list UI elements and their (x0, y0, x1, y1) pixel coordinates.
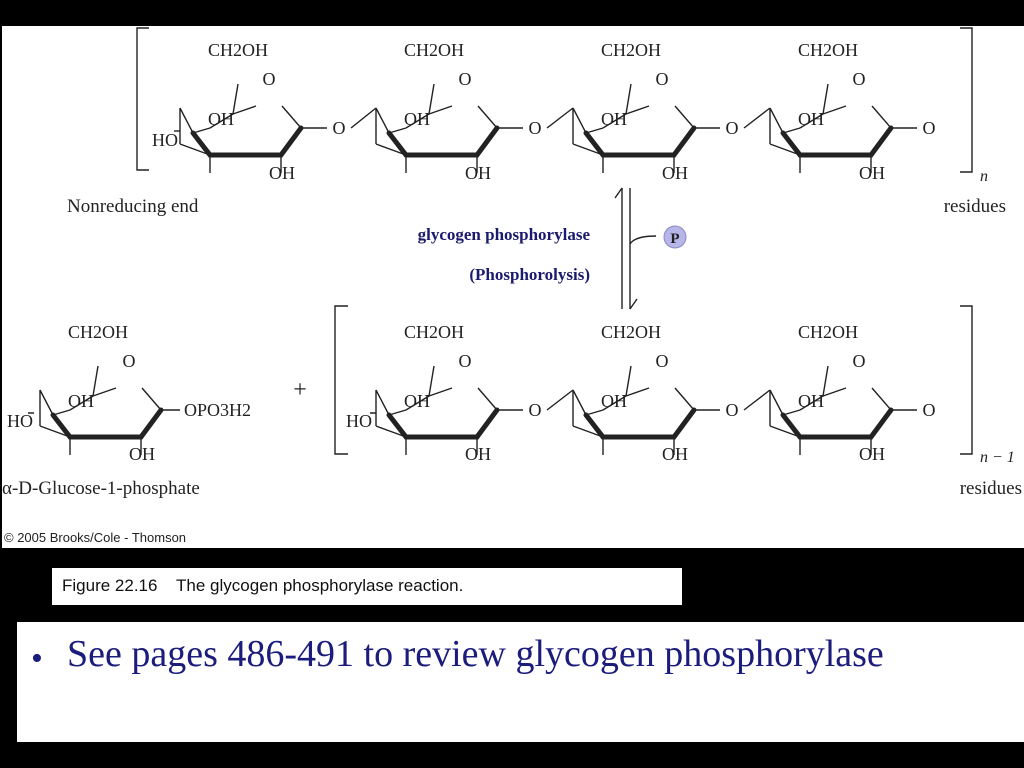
bridge-oxygen-label: O (529, 400, 542, 420)
n-minus-1-subscript: n − 1 (980, 449, 1015, 466)
phosphate-icon: P (663, 225, 687, 249)
ring-3-labels: CH2OH O OH OH O (529, 40, 689, 183)
enzyme-label: glycogen phosphorylase (418, 225, 591, 244)
oh-label: OH (662, 444, 688, 464)
figure-caption: Figure 22.16 The glycogen phosphorylase … (62, 576, 464, 595)
ring-4-labels: CH2OH O OH OH O O (726, 40, 936, 183)
oh-label: OH (859, 444, 885, 464)
oh-label: OH (662, 163, 688, 183)
glucose-ring-2 (376, 84, 497, 173)
oh-label: OH (404, 391, 430, 411)
reaction-arrows (614, 187, 657, 310)
ch2oh-label: CH2OH (601, 40, 661, 60)
glucose-ring-3 (573, 84, 694, 173)
ch2oh-label: CH2OH (798, 40, 858, 60)
ho-label: HO (7, 411, 33, 431)
oh-label: OH (798, 391, 824, 411)
oh-label: OH (269, 163, 295, 183)
terminal-oxygen-label: O (923, 118, 936, 138)
ring-2-labels: CH2OH O OH OH O (333, 40, 492, 183)
left-bracket-bottom (334, 305, 348, 455)
plus-sign: + (293, 377, 307, 403)
phosphate-symbol: P (670, 231, 679, 247)
right-bracket-bottom (960, 305, 973, 455)
left-bracket-top (136, 27, 149, 171)
ring-oxygen-label: O (459, 351, 472, 371)
ring-7-labels: CH2OH O OH OH O O (726, 322, 936, 464)
ch2oh-label: CH2OH (208, 40, 268, 60)
oh-label: OH (859, 163, 885, 183)
reaction-figure: CH2OH O OH OH HO CH2OH O OH OH O CH2OH O… (2, 26, 1024, 548)
bullet-text: See pages 486-491 to review glycogen pho… (67, 633, 884, 675)
glucose-1-phosphate (40, 366, 161, 455)
n-subscript: n (980, 168, 988, 185)
residues-label-top: residues (944, 196, 1006, 217)
ch2oh-label: CH2OH (68, 322, 128, 342)
oh-label: OH (601, 109, 627, 129)
ring-oxygen-label: O (853, 69, 866, 89)
opo3h2-label: OPO3H2 (184, 400, 251, 420)
copyright-notice: © 2005 Brooks/Cole - Thomson (4, 530, 186, 545)
ch2oh-label: CH2OH (404, 322, 464, 342)
process-label: (Phosphorolysis) (469, 265, 590, 284)
ring-oxygen-label: O (656, 351, 669, 371)
bullet-marker: • (31, 640, 43, 677)
oh-label: OH (404, 109, 430, 129)
ho-label: HO (152, 130, 178, 150)
glucose-1-phosphate-label: α-D-Glucose-1-phosphate (2, 478, 200, 499)
residues-label-bottom: residues (960, 478, 1022, 499)
bullet-box: • See pages 486-491 to review glycogen p… (17, 622, 1024, 742)
ring-oxygen-label: O (853, 351, 866, 371)
caption-box: Figure 22.16 The glycogen phosphorylase … (52, 568, 682, 605)
ring-oxygen-label: O (459, 69, 472, 89)
glycosidic-bonds-top (301, 107, 917, 129)
oh-label: OH (129, 444, 155, 464)
glucose-ring-1 (180, 84, 301, 173)
g1p-labels: CH2OH O OH OH HO OPO3H2 α-D-Glucose-1-ph… (2, 322, 251, 499)
glucose-ring-7 (770, 366, 891, 455)
ch2oh-label: CH2OH (601, 322, 661, 342)
bridge-oxygen-label: O (333, 118, 346, 138)
bridge-oxygen-label: O (726, 118, 739, 138)
bridge-oxygen-label: O (726, 400, 739, 420)
bridge-oxygen-label: O (529, 118, 542, 138)
oh-label: OH (208, 109, 234, 129)
glucose-ring-6 (573, 366, 694, 455)
ring-oxygen-label: O (263, 69, 276, 89)
oh-label: OH (798, 109, 824, 129)
oh-label: OH (465, 163, 491, 183)
ring-5-labels: CH2OH O OH OH HO (346, 322, 491, 464)
glucose-ring-4 (770, 84, 891, 173)
terminal-oxygen-label: O (923, 400, 936, 420)
glucose-ring-5 (376, 366, 497, 455)
oh-label: OH (601, 391, 627, 411)
ch2oh-label: CH2OH (404, 40, 464, 60)
ho-label: HO (346, 411, 372, 431)
ring-1-labels: CH2OH O OH OH HO (152, 40, 295, 183)
ring-oxygen-label: O (123, 351, 136, 371)
ring-oxygen-label: O (656, 69, 669, 89)
glycosidic-bonds-bottom (370, 389, 917, 414)
oh-label: OH (68, 391, 94, 411)
right-bracket-top (960, 27, 973, 173)
nonreducing-end-label: Nonreducing end (67, 196, 199, 217)
oh-label: OH (465, 444, 491, 464)
ch2oh-label: CH2OH (798, 322, 858, 342)
ring-6-labels: CH2OH O OH OH O (529, 322, 689, 464)
